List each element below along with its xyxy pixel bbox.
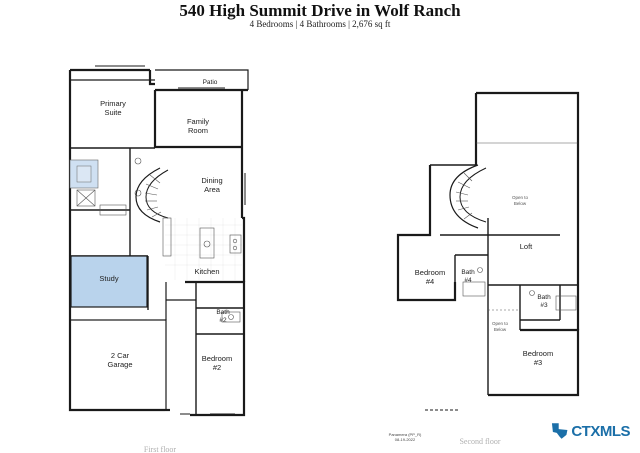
room-label-bath-3-line1: Bath <box>537 294 551 301</box>
first-floor-label: First floor <box>144 445 177 453</box>
room-label-open-to-below-line2: Below <box>514 201 527 206</box>
room-label-garage-line2: Garage <box>107 360 132 369</box>
room-label-open-to-below2-line1: Open to <box>492 321 509 326</box>
kitchen-floor-grid <box>165 218 242 280</box>
plan-stamp-line2: 08-19-2022 <box>394 437 416 442</box>
ctxmls-logo: CTXMLS <box>550 420 630 442</box>
room-label-dining-area-line1: Dining <box>201 176 222 185</box>
room-label-garage-line1: 2 Car <box>111 351 130 360</box>
room-label-bedroom-3-line1: Bedroom <box>523 349 553 358</box>
page-subtitle: 4 Bedrooms | 4 Bathrooms | 2,676 sq ft <box>249 19 391 29</box>
plan-stamp-line1: Panamera (PP_R) <box>388 432 422 437</box>
room-label-bath-2-line1: Bath <box>216 309 230 316</box>
room-label-open-to-below2-line2: Below <box>494 327 507 332</box>
room-label-bedroom-2-line1: Bedroom <box>202 354 232 363</box>
room-label-bath-3-line2: #3 <box>540 302 548 309</box>
primary-bath-shower <box>69 159 99 189</box>
room-label-bath-4-line2: #4 <box>464 277 472 284</box>
room-label-kitchen: Kitchen <box>194 267 219 276</box>
kitchen-island <box>199 227 215 259</box>
second-floor-label: Second floor <box>459 437 500 446</box>
staircase <box>135 167 161 223</box>
room-label-bath-4-line1: Bath <box>461 269 475 276</box>
room-label-bedroom-2-line2: #2 <box>213 363 221 372</box>
room-label-loft: Loft <box>520 242 533 251</box>
texas-icon <box>551 423 568 439</box>
page-title: 540 High Summit Drive in Wolf Ranch <box>179 1 461 20</box>
room-label-family-room-line2: Room <box>188 126 208 135</box>
room-label-patio: Patio <box>203 79 218 86</box>
room-label-bath-2-line2: #2 <box>219 317 227 324</box>
room-label-primary-suite-line2: Suite <box>104 108 121 117</box>
garage-room <box>69 319 167 411</box>
staircase-upper <box>449 164 479 229</box>
logo-text: CTXMLS <box>571 422 630 440</box>
plan-stamp: Panamera (PP_R) 08-19-2022 <box>388 432 422 442</box>
room-label-open-to-below-line1: Open to <box>512 195 529 200</box>
second-floor-plan: Open to Below Loft Bedroom #4 Bath #4 Ba… <box>396 91 580 446</box>
room-label-bedroom-4-line2: #4 <box>426 277 434 286</box>
room-label-bedroom-3-line2: #3 <box>534 358 542 367</box>
room-label-primary-suite-line1: Primary <box>100 99 126 108</box>
room-label-family-room-line1: Family <box>187 117 209 126</box>
room-label-study: Study <box>99 274 118 283</box>
study-room <box>70 255 148 308</box>
toilet-icon <box>134 157 142 165</box>
room-label-dining-area-line2: Area <box>204 185 221 194</box>
room-label-bedroom-4-line1: Bedroom <box>415 268 445 277</box>
first-floor-plan: Patio Primary Suite Family Room Dining A… <box>68 65 249 453</box>
